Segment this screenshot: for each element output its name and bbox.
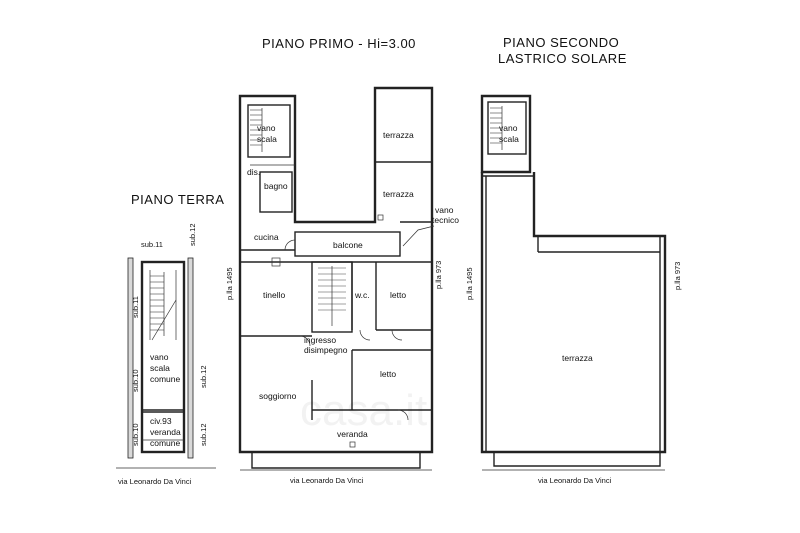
pp-label-veranda: veranda — [337, 429, 368, 439]
pp-label-balcone: balcone — [333, 240, 363, 250]
pt-label-sub11-left: sub.11 — [131, 296, 140, 318]
pp-label-vano-tecnico-1: vano — [435, 205, 454, 215]
pt-label-sub12-bottom: sub.12 — [199, 423, 208, 446]
pt-neighbour-right-wall — [187, 257, 194, 459]
pt-label-comune: comune — [150, 374, 181, 384]
pp-street-label: via Leonardo Da Vinci — [290, 476, 364, 485]
piano-secondo-plan: vano scala terrazza p.lla 1495 p.lla 973… — [465, 94, 682, 485]
piano-terra-plan: sub.11 sub.12 sub.11 sub.10 sub.12 sub.1… — [116, 223, 216, 486]
pp-label-letto-1: letto — [390, 290, 406, 300]
pp-stair-top — [250, 108, 263, 152]
watermark: casa.it — [300, 386, 427, 435]
pt-label-sub10-bottom: sub.10 — [131, 423, 140, 446]
pp-label-vano-tecnico-2: tecnico — [432, 215, 459, 225]
pt-label-civ: civ.93 — [150, 416, 172, 426]
pp-stair-center — [318, 266, 346, 326]
pt-label-sub12-right: sub.12 — [199, 365, 208, 388]
pt-label-sub12-top: sub.12 — [188, 223, 197, 246]
ps-label-plla-left: p.lla 1495 — [465, 267, 474, 300]
ps-stair — [490, 106, 503, 150]
pt-street-label: via Leonardo Da Vinci — [118, 477, 192, 486]
pp-label-terrazza-2: terrazza — [383, 189, 414, 199]
pp-label-soggiorno: soggiorno — [259, 391, 297, 401]
ps-label-vano: vano — [499, 123, 518, 133]
ps-street-label: via Leonardo Da Vinci — [538, 476, 612, 485]
pt-label-scala: scala — [150, 363, 170, 373]
ps-outline — [480, 94, 532, 174]
pp-label-wc: w.c. — [354, 290, 370, 300]
pp-label-scala: scala — [257, 134, 277, 144]
pt-label-sub11-top: sub.11 — [141, 240, 163, 249]
pp-label-disimpegno: disimpegno — [304, 345, 348, 355]
ps-label-terrazza: terrazza — [562, 353, 593, 363]
ps-label-plla-right: p.lla 973 — [673, 262, 682, 290]
title-piano-secondo: PIANO SECONDO — [503, 35, 619, 50]
pt-label-veranda-comune: comune — [150, 438, 181, 448]
pt-label-vano: vano — [150, 352, 169, 362]
pp-label-plla-left: p.lla 1495 — [225, 267, 234, 300]
pp-outline — [238, 86, 434, 454]
pp-label-letto-2: letto — [380, 369, 396, 379]
pt-stair — [149, 270, 177, 341]
pt-label-sub10-left: sub.10 — [131, 369, 140, 392]
pp-label-tinello: tinello — [263, 290, 285, 300]
piano-primo-plan: vano scala dis. bagno terrazza terrazza … — [225, 86, 459, 485]
pt-neighbour-left-wall — [127, 257, 134, 459]
pp-label-cucina: cucina — [254, 232, 279, 242]
pp-label-vano: vano — [257, 123, 276, 133]
pp-label-bagno: bagno — [264, 181, 288, 191]
title-lastrico-solare: LASTRICO SOLARE — [498, 51, 627, 66]
title-piano-primo: PIANO PRIMO - Hi=3.00 — [262, 36, 416, 51]
title-piano-terra: PIANO TERRA — [131, 192, 224, 207]
pp-label-terrazza-1: terrazza — [383, 130, 414, 140]
ps-label-scala: scala — [499, 134, 519, 144]
pp-label-plla-right: p.lla 973 — [434, 261, 443, 289]
pp-label-ingresso: ingresso — [304, 335, 336, 345]
pt-outline — [140, 260, 186, 454]
pt-label-veranda: veranda — [150, 427, 181, 437]
pp-label-dis: dis. — [247, 167, 260, 177]
